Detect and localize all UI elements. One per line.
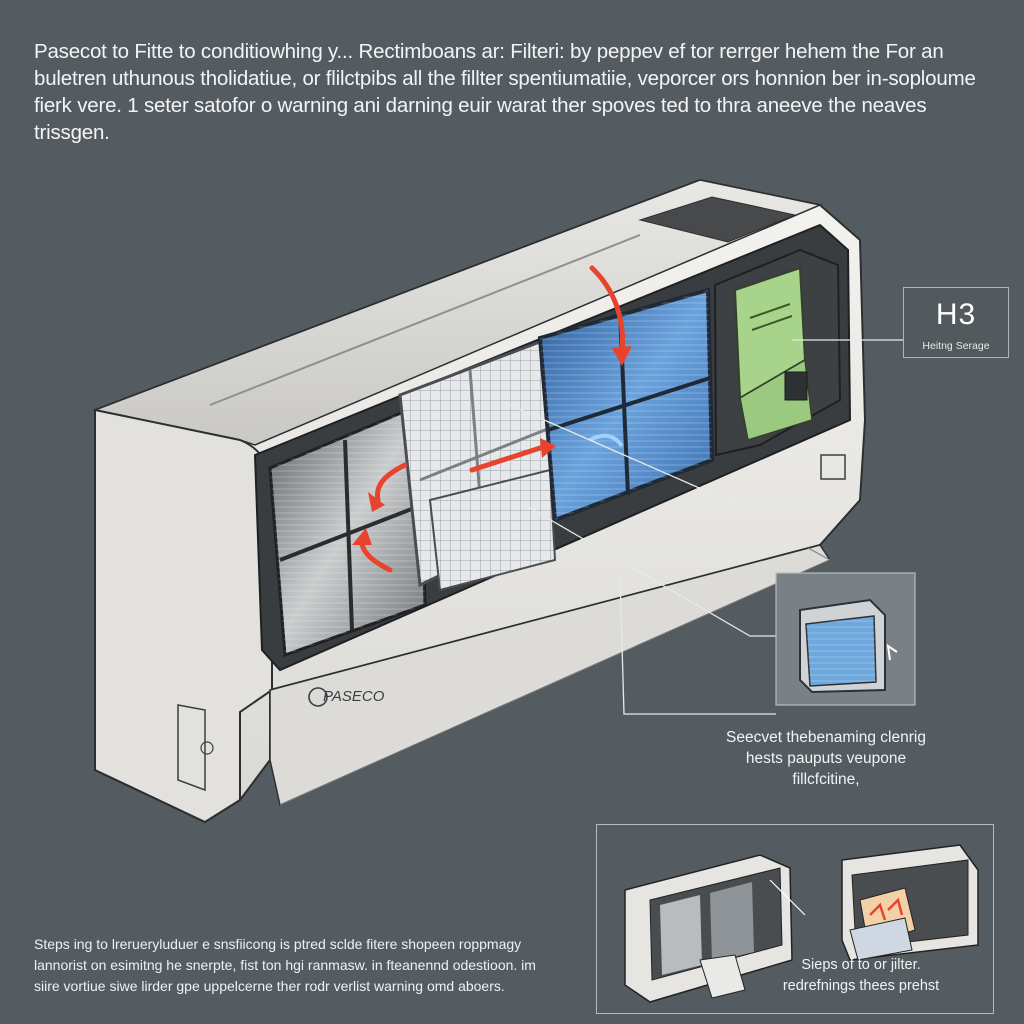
bottom-note: Steps ing to lrerueryluduer e snsfiicong… bbox=[34, 936, 536, 994]
leader-inset-2 bbox=[619, 574, 776, 715]
airflow-arrow-3 bbox=[469, 445, 543, 473]
h3-callout: H3 Heitng Serage bbox=[903, 287, 1009, 358]
bottom-unit-illustration-2 bbox=[841, 844, 979, 961]
green-filter bbox=[713, 248, 842, 457]
bottom-inset-panel bbox=[596, 824, 994, 1014]
h3-label: Heitng Serage bbox=[922, 340, 990, 352]
leader-inset bbox=[529, 507, 776, 637]
blue-filter bbox=[537, 287, 715, 523]
inset-caption: Seecvet thebenaming clenrig hests pauput… bbox=[726, 729, 926, 788]
brand-logo: PASECO bbox=[308, 687, 385, 707]
leader-lines bbox=[509, 339, 903, 715]
airflow-arrowheads bbox=[352, 346, 632, 545]
bottom-unit-illustration-1 bbox=[624, 854, 806, 1003]
intro-paragraph: Pasecot to Fitte to conditiowhing y... R… bbox=[34, 40, 976, 144]
cursor-arrow-icon bbox=[886, 643, 898, 661]
leader-filter bbox=[509, 404, 739, 506]
airflow-arrow-1 bbox=[374, 462, 408, 503]
bottom-inset-caption: Sieps of to or jilter. redrefnings thees… bbox=[782, 957, 940, 994]
brand-logo-text: PASECO bbox=[323, 688, 385, 705]
h3-code: H3 bbox=[935, 298, 977, 331]
pre-filter-left bbox=[268, 402, 427, 658]
filter-closeup-inset bbox=[775, 572, 916, 706]
airflow-arrow-4 bbox=[589, 265, 626, 355]
cool-airflow-arrow bbox=[589, 433, 624, 448]
mesh-filter-middle bbox=[398, 337, 557, 592]
